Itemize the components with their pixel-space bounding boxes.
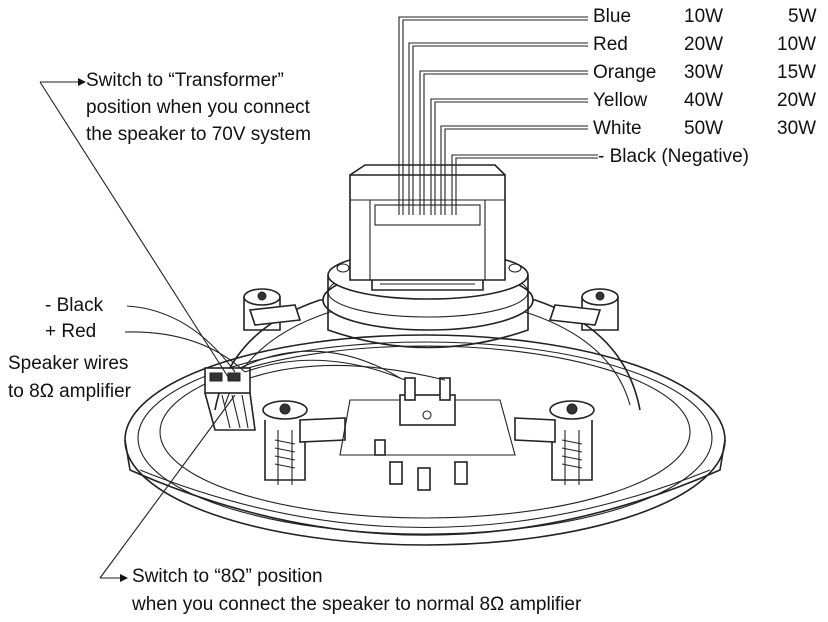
transformer-leader [39, 78, 231, 381]
tap-100v-wattage: 10W [777, 34, 817, 55]
speaker-rim [124, 334, 726, 546]
mounting-clamp-right-rear [548, 288, 619, 331]
speaker-wires [124, 305, 446, 381]
tap-100v-wattage: 30W [777, 118, 817, 139]
mounting-clamp-left-front [262, 400, 346, 485]
speaker-bottom-plate [339, 377, 516, 491]
tap-color-label: Yellow [593, 90, 648, 111]
tap-100v-wattage: 5W [788, 6, 817, 27]
amplifier-caption: to 8Ω amplifier [8, 381, 131, 402]
tap-70v-wattage: 10W [684, 6, 724, 27]
transformer-note-line3: the speaker to 70V system [86, 124, 311, 145]
mounting-clamp-left-rear [243, 288, 302, 331]
transformer-note-line1: Switch to “Transformer” [86, 70, 284, 91]
tap-100v-wattage: 15W [777, 62, 817, 83]
tap-70v-wattage: 30W [684, 62, 724, 83]
impedance-leader [99, 394, 236, 582]
tap-wires [398, 16, 598, 215]
mounting-clamp-right-front [514, 400, 595, 485]
negative-wire-label: - Black (Negative) [598, 146, 749, 167]
tap-100v-wattage: 20W [777, 90, 817, 111]
impedance-note-line1: Switch to “8Ω” position [132, 566, 323, 587]
tap-70v-wattage: 50W [684, 118, 724, 139]
red-wire-label: + Red [45, 321, 97, 342]
tap-70v-wattage: 40W [684, 90, 724, 111]
impedance-note-line2: when you connect the speaker to normal 8… [132, 594, 582, 615]
tap-70v-wattage: 20W [684, 34, 724, 55]
black-wire-label: - Black [45, 295, 104, 316]
tap-color-label: Red [593, 34, 628, 55]
transformer-note-line2: position when you connect [86, 97, 310, 118]
tap-color-label: Blue [593, 6, 632, 27]
tap-color-label: White [593, 118, 642, 139]
impedance-switch [204, 367, 256, 431]
transformer [349, 164, 506, 291]
tap-color-label: Orange [593, 62, 657, 83]
speaker-wires-caption: Speaker wires [8, 353, 129, 374]
